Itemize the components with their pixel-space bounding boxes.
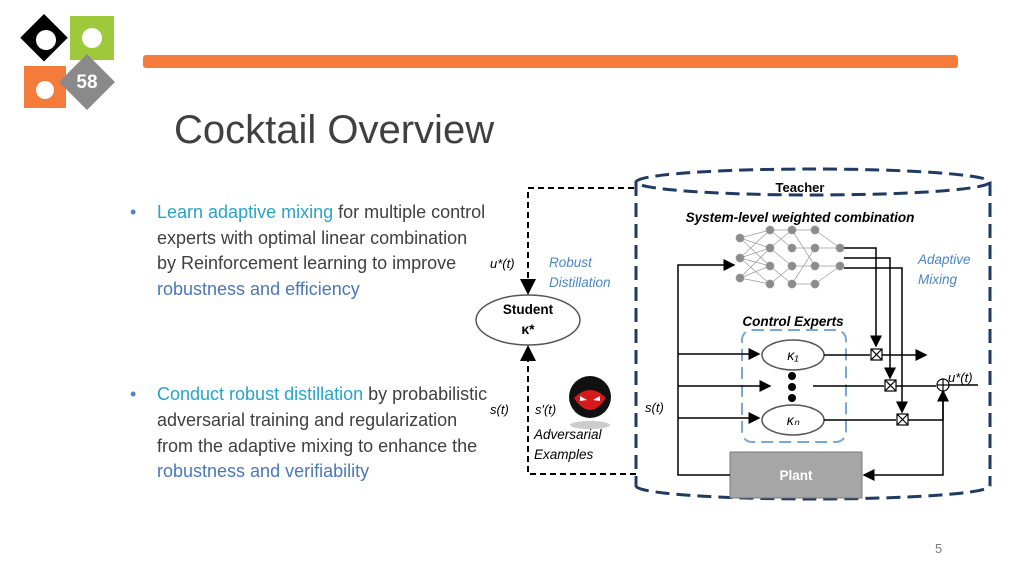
plant-block bbox=[729, 451, 863, 499]
bullet-dot-icon: • bbox=[130, 384, 137, 405]
bullet-item-mixing: • Learn adaptive mixing for multiple cont… bbox=[130, 200, 490, 302]
slide-title: Cocktail Overview bbox=[174, 108, 495, 152]
robust-distillation-line1: Robust bbox=[549, 255, 593, 270]
multiplier-nodes bbox=[870, 348, 909, 426]
bullet-list: • Learn adaptive mixing for multiple cont… bbox=[130, 200, 490, 485]
system-level-label: System-level weighted combination bbox=[686, 210, 915, 225]
bullet-item-distillation: • Conduct robust distillation by probabil… bbox=[130, 382, 490, 484]
expert-output-lines bbox=[813, 349, 949, 421]
ellipsis-dot bbox=[788, 383, 796, 391]
s-prime-label: s′(t) bbox=[535, 402, 556, 417]
bullet-text-part: Conduct robust distillation bbox=[157, 384, 364, 405]
s-t-mid-label: s(t) bbox=[645, 400, 664, 415]
bullet-text-part: robustness and verifiability bbox=[157, 461, 370, 482]
mixing-weight-lines bbox=[844, 247, 908, 414]
adversarial-examples-line1: Adversarial bbox=[533, 427, 603, 442]
robust-distillation-line2: Distillation bbox=[549, 275, 611, 290]
adaptive-mixing-label-line2: Mixing bbox=[918, 272, 958, 287]
adaptive-mixing-label-line1: Adaptive bbox=[917, 252, 971, 267]
logo-number: 58 bbox=[76, 72, 97, 93]
u-star-student-label: u*(t) bbox=[490, 256, 515, 271]
student-label: Student bbox=[503, 302, 554, 317]
ellipsis-dot bbox=[788, 372, 796, 380]
teacher-cylinder bbox=[634, 167, 992, 501]
control-to-plant-line bbox=[862, 391, 944, 481]
plant-label: Plant bbox=[779, 468, 813, 483]
header-accent-bar bbox=[143, 55, 958, 68]
bullet-text-part: robustness and efficiency bbox=[157, 278, 360, 299]
bullet-text-part: for multiple control experts with optima… bbox=[157, 202, 486, 274]
cocktail-architecture-diagram: Teacher System-level weighted combinatio… bbox=[475, 167, 992, 501]
conference-logo: 58 bbox=[20, 13, 120, 114]
adversarial-examples-line2: Examples bbox=[534, 447, 594, 462]
s-t-left-label: s(t) bbox=[490, 402, 509, 417]
student-kappa-label: κ* bbox=[521, 321, 535, 337]
control-experts-label: Control Experts bbox=[742, 314, 844, 329]
expert-kappa-1-label: κ₁ bbox=[787, 347, 799, 363]
ellipsis-dot bbox=[788, 394, 796, 402]
state-feedback-lines bbox=[677, 259, 772, 476]
bullet-text-part: Learn adaptive mixing bbox=[157, 202, 334, 222]
u-star-output-label: u*(t) bbox=[948, 370, 973, 385]
bullet-text-part: by probabilistic adversarial training an… bbox=[157, 384, 488, 456]
distillation-links bbox=[520, 187, 636, 475]
neural-network-icon bbox=[735, 225, 845, 289]
teacher-label: Teacher bbox=[776, 180, 825, 195]
bullet-dot-icon: • bbox=[130, 202, 137, 222]
adversary-icon bbox=[569, 376, 611, 429]
expert-kappa-n-label: κₙ bbox=[787, 412, 800, 428]
page-number: 5 bbox=[935, 541, 943, 556]
